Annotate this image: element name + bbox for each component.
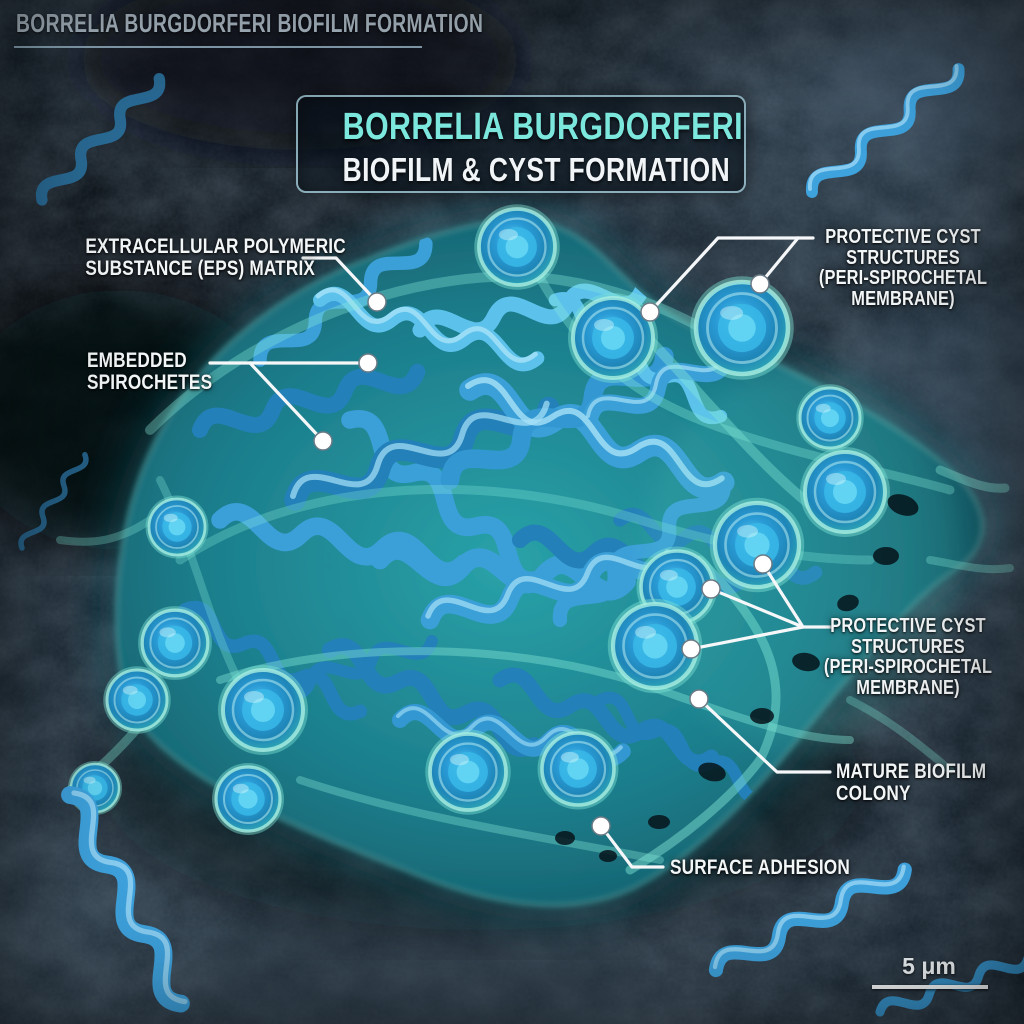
label-embedded-spirochetes: EMBEDDED SPIROCHETES (87, 349, 213, 394)
label-protective-cyst-top: PROTECTIVE CYST STRUCTURES (PERI-SPIROCH… (818, 226, 988, 310)
leader-dot (681, 639, 701, 659)
leader-mature (697, 697, 832, 774)
scale-bar (872, 985, 988, 989)
header-underline (14, 46, 422, 48)
leader-cyst-top-a (648, 236, 815, 314)
leader-lines (208, 236, 835, 869)
title-card: BORRELIA BURGDORFERI BIOFILM & CYST FORM… (296, 95, 746, 193)
leader-dot (640, 302, 660, 322)
label-surface-adhesion: SURFACE ADHESION (670, 856, 850, 879)
leader-cyst-mid-c (689, 625, 805, 651)
title-line-secondary: BIOFILM & CYST FORMATION (342, 151, 731, 188)
matrix-pores (555, 494, 919, 862)
leader-eps (301, 256, 379, 304)
leader-surface (599, 824, 665, 869)
leader-dot (358, 353, 378, 373)
leader-dot (750, 274, 770, 294)
leader-dot (689, 689, 709, 709)
leader-dot (591, 816, 611, 836)
biofilm-colony (56, 202, 1014, 907)
leader-embedded-b (248, 361, 325, 443)
label-protective-cyst-mid: PROTECTIVE CYST STRUCTURES (PERI-SPIROCH… (823, 615, 993, 699)
leader-cyst-top-b (758, 236, 800, 286)
leader-dot (367, 292, 387, 312)
leader-dot (753, 554, 773, 574)
page-header-title: BORRELIA BURGDORFERI BIOFILM FORMATION (16, 8, 484, 38)
scale-bar-label: 5 μm (902, 953, 956, 979)
label-eps-matrix: EXTRACELLULAR POLYMERIC SUBSTANCE (EPS) … (85, 235, 346, 280)
leader-dot (313, 431, 333, 451)
leader-dot (701, 579, 721, 599)
label-mature-biofilm: MATURE BIOFILM COLONY (836, 760, 987, 805)
leader-cyst-mid-b (709, 587, 805, 629)
title-line-primary: BORRELIA BURGDORFERI (342, 106, 743, 148)
leader-dots (313, 274, 773, 836)
